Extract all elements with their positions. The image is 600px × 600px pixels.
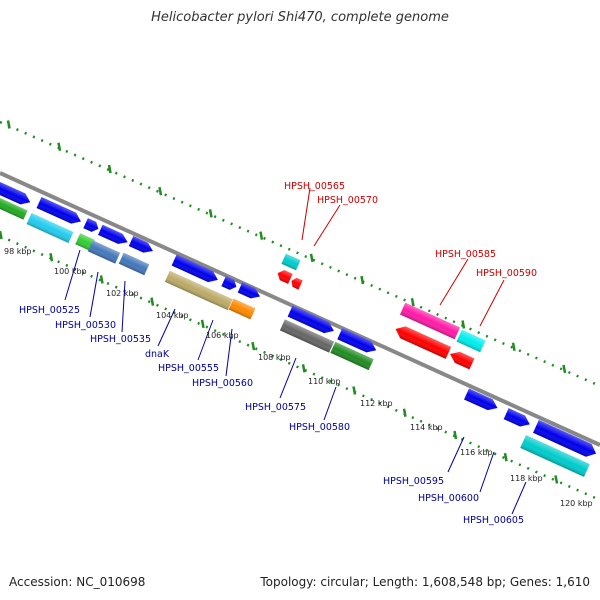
gene-feature[interactable] xyxy=(533,419,599,460)
gene-feature[interactable] xyxy=(26,213,74,243)
tick-mark xyxy=(49,252,54,262)
tick-mark xyxy=(251,341,256,351)
gene-feature[interactable] xyxy=(118,252,150,276)
outer-dotted-ring xyxy=(0,120,600,388)
tick-mark xyxy=(562,364,567,374)
tick-label: 118 kbp xyxy=(510,474,543,483)
tick-mark xyxy=(6,120,11,129)
tick-mark xyxy=(309,253,314,263)
tick-label: 110 kbp xyxy=(308,377,341,386)
gene-label-reverse[interactable]: HPSH_00555 xyxy=(158,363,219,374)
gene-features xyxy=(0,180,599,477)
gene-feature[interactable] xyxy=(330,341,374,371)
gene-feature[interactable] xyxy=(221,276,238,292)
gene-feature[interactable] xyxy=(456,329,486,353)
inner-dotted-ring xyxy=(0,234,600,502)
tick-mark xyxy=(158,186,163,196)
gene-feature[interactable] xyxy=(75,233,95,251)
tick-label: 114 kbp xyxy=(410,423,443,432)
tick-mark xyxy=(503,452,508,462)
gene-label-forward[interactable]: HPSH_00590 xyxy=(476,268,537,279)
tick-mark xyxy=(200,319,205,329)
gene-feature[interactable] xyxy=(448,349,475,370)
gene-feature[interactable] xyxy=(98,224,130,247)
gene-feature[interactable] xyxy=(228,298,256,320)
tick-label: 104 kbp xyxy=(156,311,189,320)
gene-label-reverse[interactable]: HPSH_00525 xyxy=(19,305,80,316)
tick-mark xyxy=(150,297,155,306)
tick-mark xyxy=(57,142,62,151)
tick-label: 120 kbp xyxy=(560,499,593,508)
gene-label-reverse[interactable]: HPSH_00595 xyxy=(383,476,444,487)
gene-feature[interactable] xyxy=(83,218,100,234)
tick-mark xyxy=(554,475,559,484)
tick-mark xyxy=(511,342,516,351)
tick-label: 100 kbp xyxy=(54,267,87,276)
tick-label: 108 kbp xyxy=(258,353,291,362)
gene-feature[interactable] xyxy=(279,319,335,353)
gene-feature[interactable] xyxy=(520,435,590,477)
tick-mark xyxy=(453,430,458,440)
gene-label-reverse[interactable]: HPSH_00575 xyxy=(245,402,306,413)
gene-feature[interactable] xyxy=(281,253,301,271)
tick-label: 98 kbp xyxy=(4,247,32,256)
gene-feature[interactable] xyxy=(464,388,500,414)
gene-feature[interactable] xyxy=(164,270,218,304)
tick-mark xyxy=(208,209,213,218)
gene-feature[interactable] xyxy=(237,282,263,301)
gene-feature[interactable] xyxy=(399,302,461,340)
tick-mark xyxy=(259,231,264,240)
gene-feature[interactable] xyxy=(0,196,28,220)
tick-label: 102 kbp xyxy=(106,289,139,298)
tick-mark xyxy=(99,275,104,284)
gene-label-reverse[interactable]: HPSH_00600 xyxy=(418,493,479,504)
gene-label-reverse[interactable]: HPSH_00530 xyxy=(55,320,116,331)
tick-mark xyxy=(352,386,357,395)
gene-label-forward[interactable]: HPSH_00565 xyxy=(284,181,345,192)
gene-label-reverse[interactable]: HPSH_00605 xyxy=(463,515,524,526)
gene-feature[interactable] xyxy=(275,268,293,284)
tick-mark xyxy=(0,230,3,240)
tick-mark xyxy=(402,408,407,417)
gene-feature[interactable] xyxy=(503,408,533,430)
tick-mark xyxy=(410,298,415,307)
gene-label-reverse[interactable]: HPSH_00580 xyxy=(289,422,350,433)
gene-feature[interactable] xyxy=(289,276,303,290)
accession-text: Accession: NC_010698 xyxy=(9,575,146,589)
tick-mark xyxy=(461,320,466,329)
gene-label-forward[interactable]: HPSH_00570 xyxy=(317,195,378,206)
tick-label: 112 kbp xyxy=(360,399,393,408)
gene-feature[interactable] xyxy=(36,197,84,227)
tick-label: 106 kbp xyxy=(206,331,239,340)
tick-mark xyxy=(360,275,365,285)
label-leaders xyxy=(64,187,527,515)
gene-label-reverse[interactable]: HPSH_00535 xyxy=(90,334,151,345)
gene-feature[interactable] xyxy=(128,236,155,256)
gene-feature[interactable] xyxy=(337,328,378,355)
map-title: Helicobacter pylori Shi470, complete gen… xyxy=(151,10,449,25)
tick-label: 116 kbp xyxy=(460,448,493,457)
gene-feature[interactable] xyxy=(0,180,33,207)
tick-mark xyxy=(107,164,112,174)
tick-marks xyxy=(0,120,567,484)
gene-labels: HPSH_00565 HPSH_00570 HPSH_00585 HPSH_00… xyxy=(19,181,537,526)
gene-feature[interactable] xyxy=(171,254,221,286)
genome-summary-text: Topology: circular; Length: 1,608,548 bp… xyxy=(260,575,590,589)
tick-mark xyxy=(301,364,306,373)
tick-labels: 98 kbp 100 kbp 102 kbp 104 kbp 106 kbp 1… xyxy=(4,247,593,508)
gene-feature[interactable] xyxy=(87,240,121,264)
gene-label-reverse[interactable]: dnaK xyxy=(145,349,170,360)
gene-feature[interactable] xyxy=(211,291,233,311)
gene-label-reverse[interactable]: HPSH_00560 xyxy=(192,378,253,389)
gene-feature[interactable] xyxy=(393,323,452,359)
gene-feature[interactable] xyxy=(287,305,337,337)
gene-label-forward[interactable]: HPSH_00585 xyxy=(435,249,496,260)
